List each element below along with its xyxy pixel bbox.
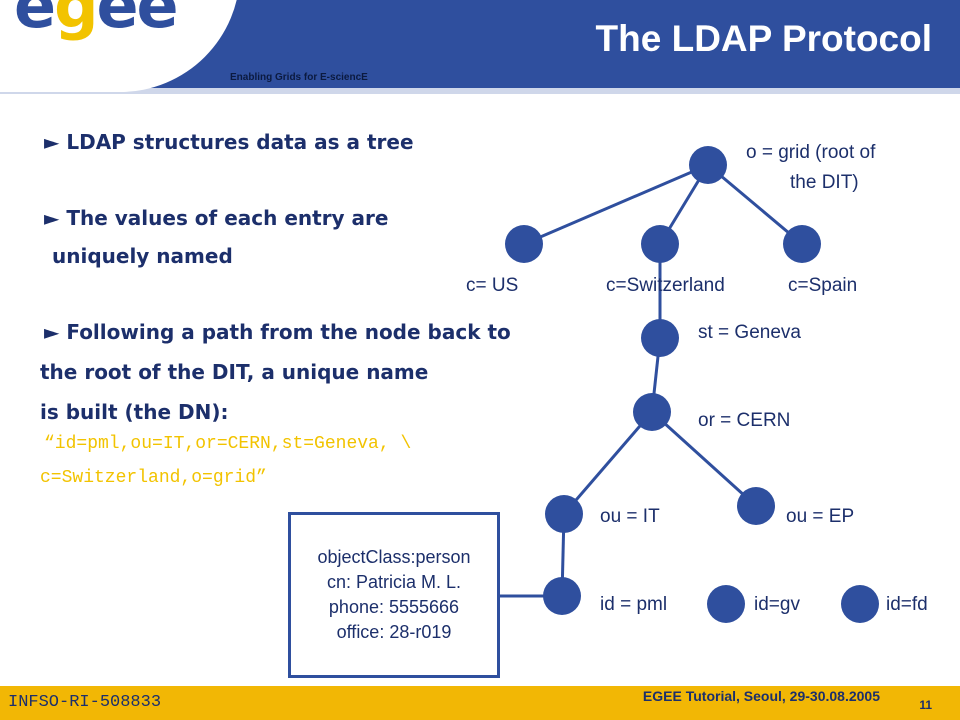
slide-title: The LDAP Protocol bbox=[595, 18, 932, 59]
dn-example-line1: “id=pml,ou=IT,or=CERN,st=Geneva, \ bbox=[44, 434, 412, 454]
node-or-cern bbox=[633, 393, 671, 431]
node-switzerland bbox=[641, 225, 679, 263]
node-us bbox=[505, 225, 543, 263]
node-ou-it bbox=[545, 495, 583, 533]
label-c-us: c= US bbox=[466, 275, 519, 296]
entry-cn: cn: Patricia M. L. bbox=[326, 572, 462, 592]
dn-example-line2: c=Switzerland,o=grid” bbox=[40, 468, 267, 488]
label-or-cern: or = CERN bbox=[698, 410, 791, 431]
entry-object-class: objectClass:person bbox=[317, 547, 471, 567]
edge-root-spain bbox=[707, 163, 803, 246]
logo-letter: e bbox=[14, 0, 56, 42]
label-root-line1: o = grid (root of bbox=[746, 142, 876, 163]
node-id-pml bbox=[543, 577, 581, 615]
bullet-path-line2: the root of the DIT, a unique name bbox=[40, 360, 429, 384]
footer-project-id: INFSO-RI-508833 bbox=[8, 693, 162, 712]
egee-logo: egee bbox=[14, 0, 179, 46]
bullet-tree: ► LDAP structures data as a tree bbox=[44, 130, 414, 154]
node-ou-ep bbox=[737, 487, 775, 525]
bullet-path-line3: is built (the DN): bbox=[40, 400, 229, 424]
node-st-geneva bbox=[641, 319, 679, 357]
node-id-gv bbox=[707, 585, 745, 623]
node-root bbox=[689, 146, 727, 184]
label-st-geneva: st = Geneva bbox=[698, 322, 801, 343]
edge-or-ouep bbox=[650, 410, 758, 508]
footer-bar: INFSO-RI-508833 EGEE Tutorial, Seoul, 29… bbox=[0, 686, 960, 720]
label-ou-it: ou = IT bbox=[600, 506, 660, 527]
logo-letter: e bbox=[136, 0, 179, 42]
entry-attributes-box: objectClass:person cn: Patricia M. L. ph… bbox=[288, 512, 500, 678]
label-id-fd: id=fd bbox=[886, 594, 928, 615]
entry-office: office: 28-r019 bbox=[336, 622, 452, 642]
bullet-values-line1: ► The values of each entry are bbox=[44, 206, 389, 230]
logo-letter: e bbox=[96, 0, 138, 42]
bullet-values-line2: uniquely named bbox=[52, 244, 233, 268]
label-id-pml: id = pml bbox=[600, 594, 668, 615]
edge-or-ouit bbox=[562, 411, 654, 515]
edge-root-us bbox=[523, 163, 709, 246]
entry-phone: phone: 5555666 bbox=[328, 597, 460, 617]
label-c-switzerland: c=Switzerland bbox=[606, 275, 725, 296]
logo-letter: g bbox=[54, 0, 98, 42]
node-spain bbox=[783, 225, 821, 263]
label-ou-ep: ou = EP bbox=[786, 506, 855, 527]
label-id-gv: id=gv bbox=[754, 594, 800, 615]
header-strip bbox=[0, 88, 960, 94]
bullet-path-line1: ► Following a path from the node back to bbox=[44, 320, 511, 344]
page-number: 11 bbox=[919, 698, 932, 712]
label-c-spain: c=Spain bbox=[788, 275, 858, 296]
footer-event: EGEE Tutorial, Seoul, 29-30.08.2005 bbox=[642, 688, 880, 704]
node-id-fd bbox=[841, 585, 879, 623]
tagline: Enabling Grids for E-sciencE bbox=[230, 72, 368, 83]
label-root-line2: the DIT) bbox=[790, 172, 859, 193]
